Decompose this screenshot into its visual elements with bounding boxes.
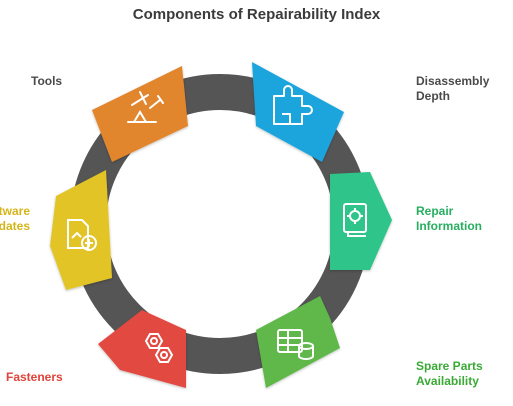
tools-icon — [127, 91, 164, 123]
nuts-icon — [144, 333, 174, 363]
file-add-icon — [67, 219, 97, 251]
label-spare-parts: Spare Parts Availability — [416, 359, 483, 388]
segment-tools — [92, 66, 188, 162]
segment-disassembly-depth — [252, 62, 344, 162]
segment-fasteners — [98, 310, 186, 388]
label-fasteners: Fasteners — [6, 370, 63, 384]
parts-database-icon — [277, 329, 314, 360]
manual-gear-icon — [343, 203, 367, 237]
segment-spare-parts — [256, 296, 340, 388]
segment-software-updates — [50, 170, 112, 290]
label-software-updates: Software Updates — [0, 204, 30, 233]
label-tools: Tools — [31, 74, 63, 88]
label-repair-information: Repair Information — [416, 204, 482, 233]
label-disassembly-depth: Disassembly Depth — [416, 74, 490, 103]
puzzle-icon — [273, 85, 313, 125]
segment-repair-information — [330, 172, 392, 270]
diagram-title: Components of Repairability Index — [132, 6, 381, 23]
